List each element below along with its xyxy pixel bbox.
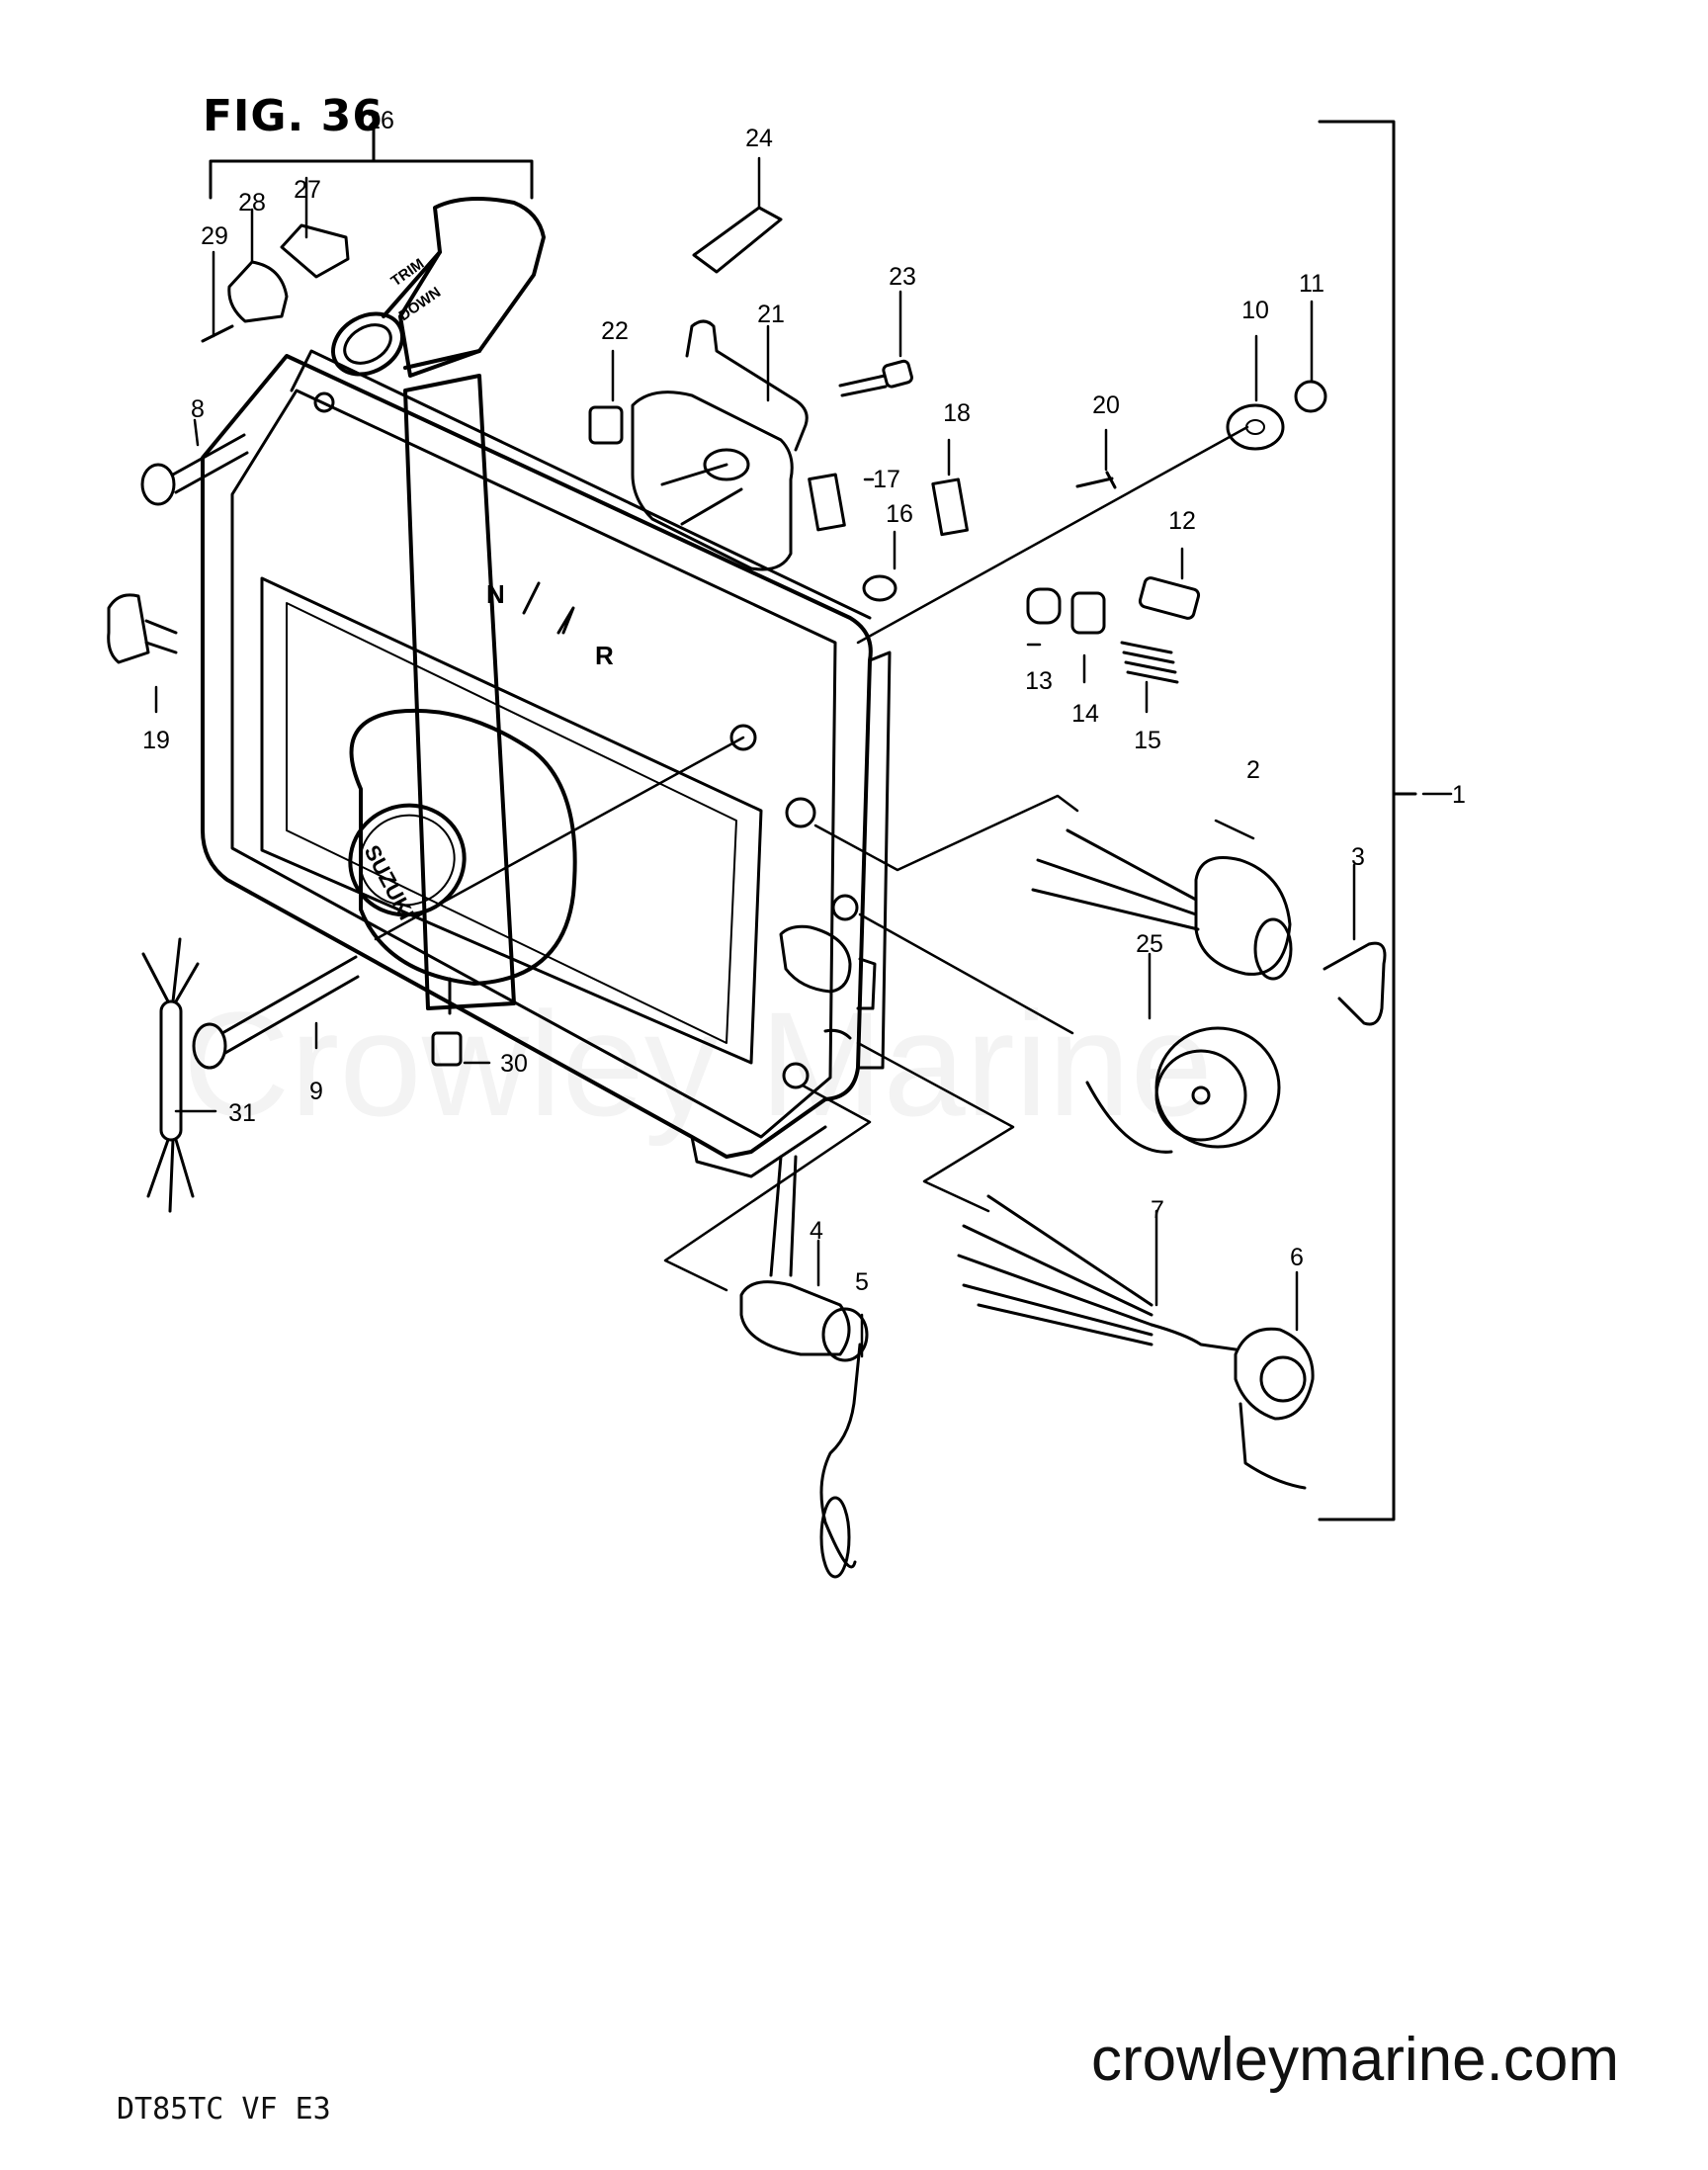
callout-11: 11 bbox=[1299, 270, 1324, 298]
website-link[interactable]: crowleymarine.com bbox=[1090, 2026, 1619, 2094]
screw-9 bbox=[192, 955, 360, 1070]
meter-25 bbox=[1085, 1026, 1281, 1154]
callout-28: 28 bbox=[238, 189, 266, 217]
callout-1: 1 bbox=[1452, 781, 1466, 809]
screw-23 bbox=[838, 359, 913, 397]
callout-21: 21 bbox=[757, 301, 785, 328]
callout-26: 26 bbox=[367, 107, 394, 134]
callout-18: 18 bbox=[943, 399, 971, 427]
callout-29: 29 bbox=[201, 222, 228, 250]
switch-24 bbox=[692, 206, 783, 274]
callout-25: 25 bbox=[1136, 930, 1163, 958]
watermark: Crowley Marine bbox=[183, 979, 1213, 1150]
washer-10 bbox=[1226, 403, 1285, 451]
stop-switch-4 bbox=[739, 1155, 869, 1362]
plug-19 bbox=[107, 593, 178, 664]
callout-31: 31 bbox=[228, 1099, 256, 1127]
callout-24: 24 bbox=[745, 125, 773, 152]
nut-16 bbox=[862, 574, 897, 602]
plate-17 bbox=[808, 473, 846, 532]
screw-20 bbox=[1075, 471, 1117, 489]
callout-20: 20 bbox=[1092, 391, 1120, 419]
harness-31 bbox=[141, 937, 200, 1213]
switch-27 bbox=[280, 223, 350, 279]
plug-30 bbox=[431, 1031, 463, 1067]
figure-title: FIG. 36 bbox=[203, 91, 384, 141]
callout-9: 9 bbox=[309, 1078, 323, 1105]
callout-3: 3 bbox=[1351, 843, 1365, 871]
callout-19: 19 bbox=[142, 727, 170, 754]
key-3 bbox=[1323, 941, 1387, 1026]
screw-8 bbox=[140, 433, 249, 506]
pin-13 bbox=[1026, 587, 1062, 625]
lanyard-5 bbox=[819, 1343, 862, 1569]
control-box-housing bbox=[201, 349, 892, 1178]
cover-28 bbox=[227, 260, 289, 323]
callout-8: 8 bbox=[191, 395, 205, 423]
leader-lines bbox=[154, 156, 1453, 1358]
model-code: DT85TC VF E3 bbox=[117, 2092, 331, 2127]
callout-27: 27 bbox=[294, 176, 321, 204]
screw-29 bbox=[201, 324, 234, 343]
connector-6 bbox=[1234, 1327, 1315, 1490]
callout-4: 4 bbox=[810, 1217, 823, 1245]
ignition-switch-2 bbox=[1031, 828, 1293, 981]
callout-23: 23 bbox=[889, 263, 916, 291]
reverse-mark: R bbox=[595, 641, 614, 670]
callout-14: 14 bbox=[1071, 700, 1099, 728]
callout-15: 15 bbox=[1134, 727, 1161, 754]
bracket-21 bbox=[685, 319, 809, 452]
callout-16: 16 bbox=[886, 500, 913, 528]
housing-21 bbox=[631, 391, 794, 571]
callout-17: 17 bbox=[873, 466, 900, 493]
neutral-mark: N bbox=[486, 579, 505, 609]
plate-18 bbox=[931, 477, 969, 537]
callout-13: 13 bbox=[1025, 667, 1053, 695]
callout-2: 2 bbox=[1246, 756, 1260, 784]
callout-numbers: 1 2 3 4 5 6 7 8 9 10 11 12 13 14 15 16 1… bbox=[142, 107, 1466, 1296]
nut-11 bbox=[1294, 380, 1327, 413]
callout-5: 5 bbox=[855, 1268, 869, 1296]
callout-22: 22 bbox=[601, 317, 629, 345]
lever-group-bracket bbox=[209, 159, 534, 200]
assembly-bracket bbox=[1318, 120, 1396, 1521]
block-12 bbox=[1138, 576, 1201, 620]
cap-22 bbox=[588, 405, 624, 445]
callout-30: 30 bbox=[500, 1050, 528, 1078]
callout-6: 6 bbox=[1290, 1244, 1304, 1271]
spring-15 bbox=[1120, 641, 1179, 684]
callout-7: 7 bbox=[1151, 1196, 1164, 1224]
control-lever bbox=[331, 197, 577, 1015]
callout-12: 12 bbox=[1168, 507, 1196, 535]
detent-14 bbox=[1070, 591, 1106, 635]
callout-10: 10 bbox=[1241, 297, 1269, 324]
down-label: DOWN bbox=[396, 284, 445, 324]
harness-7 bbox=[957, 1194, 1238, 1351]
